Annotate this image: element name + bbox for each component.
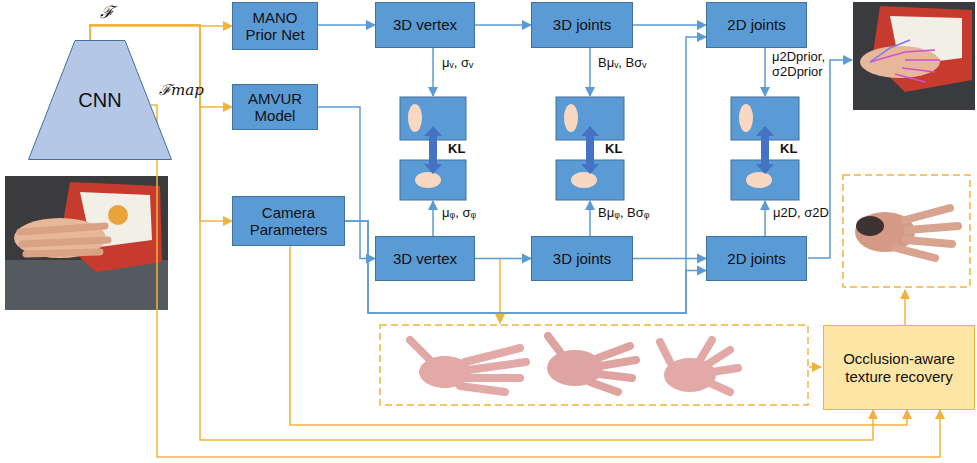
distribution-label: Bμᵥ, Bσᵥ — [598, 56, 646, 71]
node-text: 2D joints — [727, 250, 785, 267]
connector — [318, 24, 375, 26]
distribution-boxes — [400, 97, 799, 200]
connector — [475, 24, 531, 26]
connector — [633, 258, 706, 260]
process-box: 2D joints — [706, 236, 807, 281]
output-photo — [853, 2, 975, 110]
connector — [475, 258, 531, 260]
node-text: 3D joints — [553, 16, 611, 33]
node-text: AMVUR Model — [239, 90, 311, 125]
cnn-trapezoid: CNN — [28, 40, 172, 160]
process-box: 2D joints — [706, 2, 807, 48]
feature-symbol: ℱ — [100, 3, 114, 23]
node-text: 3D joints — [553, 250, 611, 267]
network-box: MANO Prior Net — [232, 2, 318, 50]
connector — [151, 105, 940, 457]
process-box: 3D vertex — [375, 2, 475, 48]
connector — [633, 24, 706, 26]
distribution-lines — [433, 48, 852, 258]
network-box: AMVUR Model — [232, 84, 318, 130]
process-box: 3D joints — [531, 2, 633, 48]
process-box: 3D joints — [531, 236, 633, 281]
network-box: Camera Parameters — [232, 196, 345, 246]
connector — [345, 221, 706, 313]
node-text: CNN — [78, 89, 121, 112]
input-photo — [5, 176, 168, 310]
kl-label: KL — [605, 142, 622, 157]
node-text: 2D joints — [727, 16, 785, 33]
distribution-label: μᵩ, σᵩ — [442, 206, 476, 221]
distribution-label: μ2Dprior, σ2Dprior — [772, 50, 834, 80]
distribution-label: μᵥ, σᵥ — [442, 56, 473, 71]
texture-box: Occlusion-aware texture recovery — [823, 325, 975, 410]
node-text: 3D vertex — [393, 16, 457, 33]
mesh-dashed-box — [380, 325, 808, 405]
hand-meshes — [410, 336, 738, 392]
distribution-label: μ2D, σ2D — [773, 206, 829, 221]
kl-label: KL — [448, 142, 465, 157]
connector — [90, 26, 232, 40]
textured-hand — [855, 208, 958, 258]
node-text: MANO Prior Net — [239, 9, 311, 44]
distribution-label: Bμᵩ, Bσᵩ — [598, 206, 650, 221]
texture-dashed-box — [843, 175, 970, 287]
node-text: 3D vertex — [393, 250, 457, 267]
connector — [90, 25, 873, 440]
kl-label: KL — [780, 142, 797, 157]
feature-symbol: ℱmap — [159, 82, 204, 99]
node-text: Occlusion-aware texture recovery — [830, 350, 968, 385]
node-text: Camera Parameters — [239, 204, 338, 239]
process-box: 3D vertex — [375, 236, 475, 281]
connector — [345, 37, 706, 313]
